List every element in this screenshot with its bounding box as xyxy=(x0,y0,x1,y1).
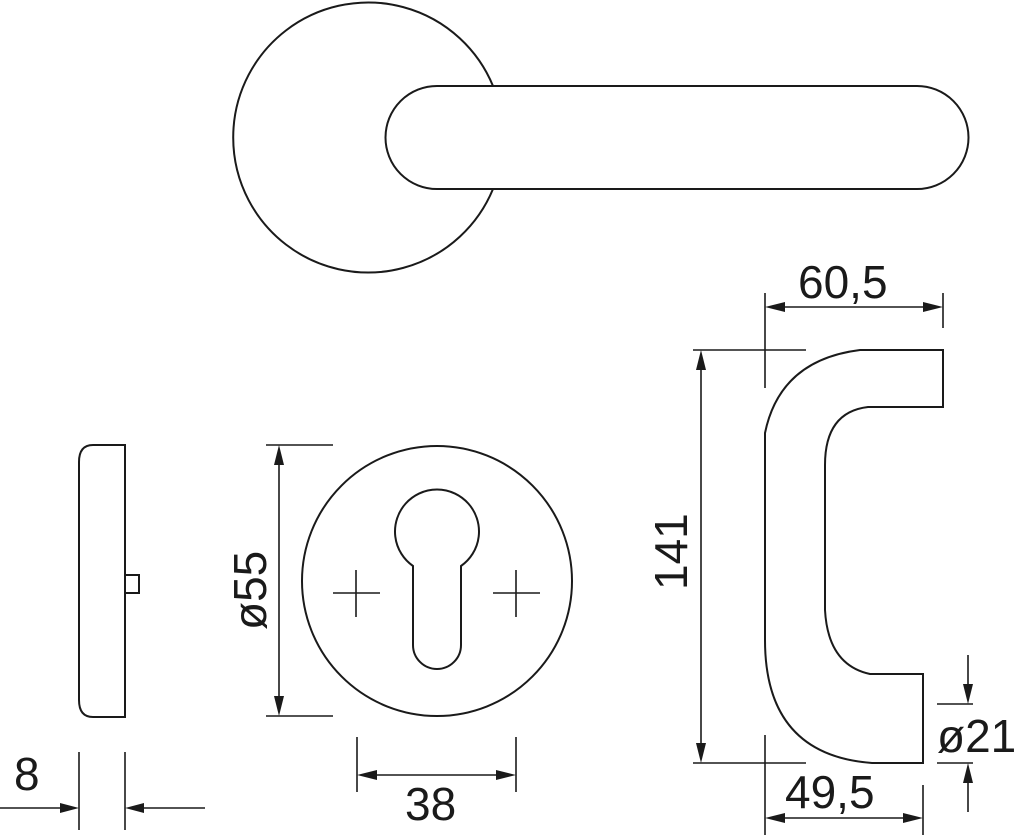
dim-diameter-label: ø55 xyxy=(224,551,276,630)
rose-circle xyxy=(232,1,494,274)
dim-screw-spacing-label: 38 xyxy=(405,778,456,830)
escutcheon-side-pin xyxy=(124,574,140,594)
dim-width-bottom-label: 49,5 xyxy=(785,766,875,818)
lever-profile-outline xyxy=(764,349,944,764)
lever-body xyxy=(384,85,970,190)
arrow-icon xyxy=(496,770,516,780)
arrow-icon xyxy=(903,813,923,823)
escutcheon-side-profile xyxy=(78,444,126,718)
keyhole-icon xyxy=(394,488,480,670)
escutcheon-circle xyxy=(301,445,573,717)
lever-on-rose-view xyxy=(232,1,970,274)
arrow-icon xyxy=(274,696,284,716)
arrow-icon xyxy=(963,684,973,704)
arrow-icon xyxy=(274,445,284,465)
dim-bar-diameter-label: ø21 xyxy=(937,710,1016,762)
arrow-icon xyxy=(696,743,706,763)
dim-thickness-label: 8 xyxy=(14,748,40,800)
escutcheon-front-view: ø55 38 xyxy=(224,444,573,830)
dim-width-top-label: 60,5 xyxy=(798,256,888,308)
arrow-icon xyxy=(125,803,144,813)
screw-mark-right xyxy=(493,570,540,617)
arrow-icon xyxy=(357,770,377,780)
arrow-icon xyxy=(60,803,79,813)
dim-height-label: 141 xyxy=(645,513,697,590)
arrow-icon xyxy=(765,813,785,823)
arrow-icon xyxy=(696,350,706,370)
arrow-icon xyxy=(963,763,973,783)
screw-mark-left xyxy=(333,570,380,617)
escutcheon-side-view: 8 xyxy=(0,444,205,830)
arrow-icon xyxy=(765,302,785,312)
lever-profile-view: 60,5 141 49,5 ø21 xyxy=(645,256,1016,835)
arrow-icon xyxy=(923,302,943,312)
